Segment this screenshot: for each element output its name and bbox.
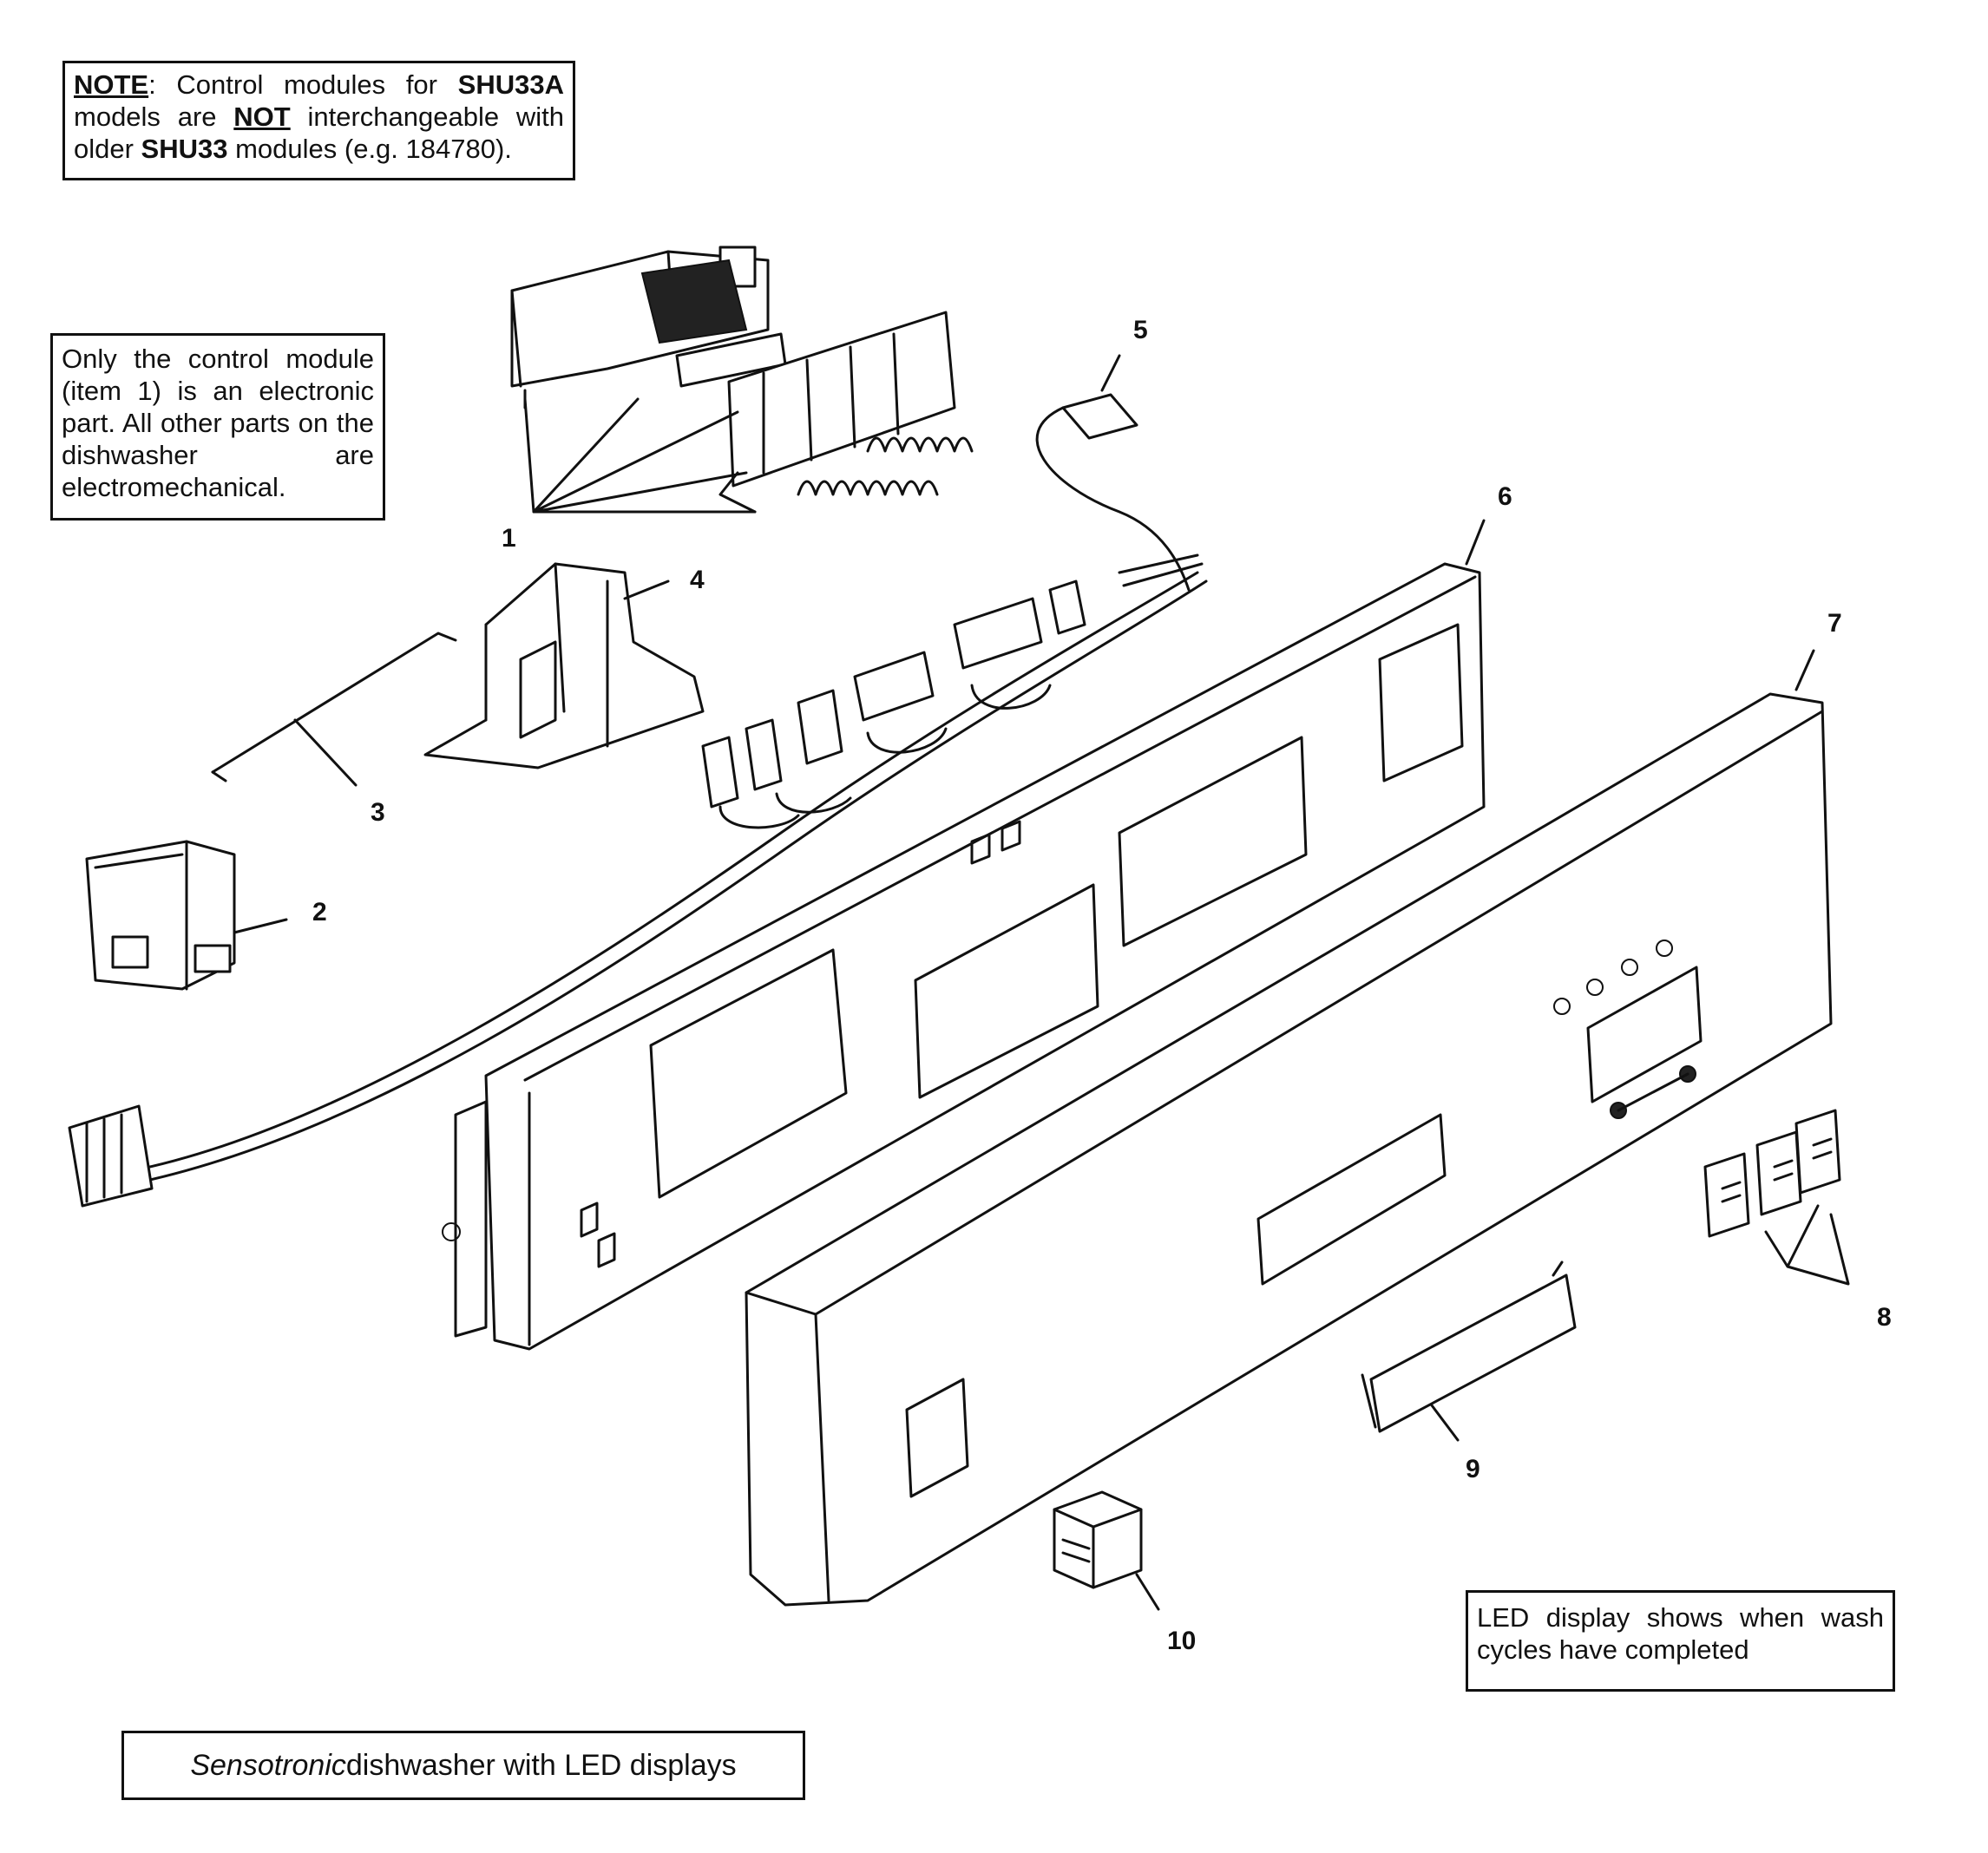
callout-8: 8 [1877,1303,1892,1332]
callout-6: 6 [1498,482,1512,511]
note-label: NOTE [74,69,149,100]
note-text-b: models are [74,101,234,132]
caption-brand: Sensotronic [190,1748,346,1782]
interchange-note: NOTE: Control modules for SHU33A models … [62,61,575,180]
part-9-handle-strip [1361,1260,1577,1442]
callout-5: 5 [1133,316,1148,344]
callout-2: 2 [312,898,327,926]
callout-4: 4 [690,566,705,594]
part-10-cap [1053,1490,1160,1611]
model-new: SHU33A [457,69,564,100]
part-8-buttons [1703,1109,1850,1286]
part-3-rod [211,632,457,787]
callout-3: 3 [371,798,385,827]
part-4-bracket [423,562,705,769]
callout-1: 1 [502,524,516,553]
not-word: NOT [233,101,291,132]
part-7-front-panel [745,649,1833,1607]
note-text-d: modules (e.g. 184780). [227,134,512,164]
diagram-caption: Sensotronic dishwasher with LED displays [121,1731,805,1800]
part-6-support-frame [68,519,1486,1351]
note-text-a: : Control modules for [148,69,458,100]
note-text-c: interchangeable with older [74,101,564,164]
caption-rest: dishwasher with LED displays [345,1748,737,1782]
part-5-harness [1035,354,1191,592]
part-1-control-module [510,246,974,514]
callout-9: 9 [1466,1455,1480,1483]
callout-7: 7 [1827,609,1842,638]
electronic-note: Only the control module (item 1) is an e… [50,333,385,521]
part-2-switch [85,840,288,991]
model-old: SHU33 [141,134,228,164]
callout-10: 10 [1167,1627,1197,1655]
led-note: LED display shows when wash cycles have … [1466,1590,1895,1692]
